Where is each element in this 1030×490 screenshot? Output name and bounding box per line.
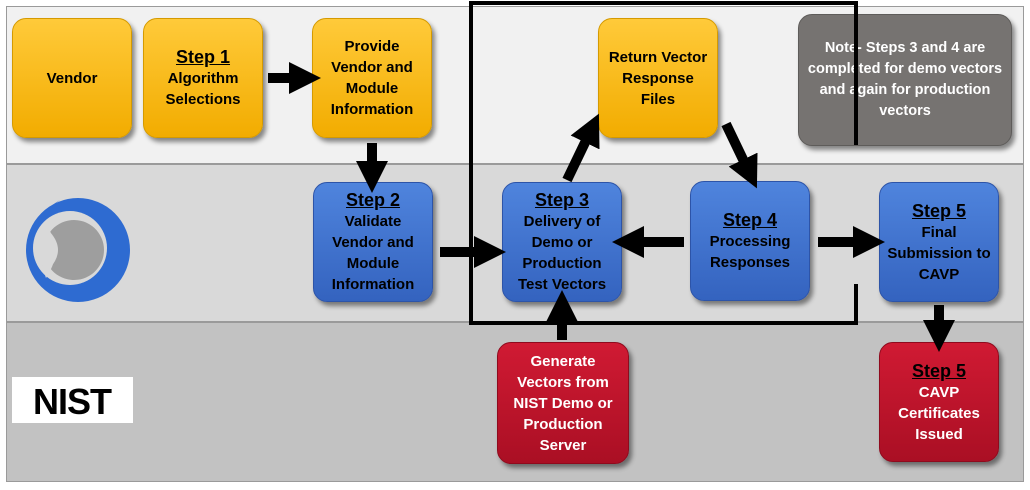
step2-text: Validate Vendor and Module Information xyxy=(331,213,415,293)
nist-logo-icon: NIST xyxy=(33,381,113,422)
step5-submission-title: Step 5 xyxy=(911,200,967,221)
arrow-return-to-step4 xyxy=(721,121,758,189)
nist-logo-text: NIST xyxy=(33,381,112,422)
step3-text: Delivery of Demo or Production Test Vect… xyxy=(517,213,607,293)
step2-box: Step 2 Validate Vendor and Module Inform… xyxy=(313,182,433,302)
step4-box: Step 4 Processing Responses xyxy=(690,181,810,301)
vendor-label: Vendor xyxy=(46,69,98,87)
step3-box: Step 3 Delivery of Demo or Production Te… xyxy=(502,182,622,302)
steps-3-4-frame xyxy=(469,1,858,325)
provide-info-text: Provide Vendor and Module Information xyxy=(330,38,414,118)
provide-info-box: Provide Vendor and Module Information xyxy=(312,18,432,138)
step2-title: Step 2 xyxy=(345,190,401,210)
nist-logo: NIST xyxy=(12,377,133,423)
step5-certificates-box: Step 5 CAVP Certificates Issued xyxy=(879,342,999,462)
step1-title: Step 1 xyxy=(175,47,231,67)
acvp-logo-icon xyxy=(26,198,130,302)
generate-vectors-text: Generate Vectors from NIST Demo or Produ… xyxy=(513,352,613,454)
return-vectors-box: Return Vector Response Files xyxy=(598,18,718,138)
step4-text: Processing Responses xyxy=(709,233,791,271)
step5-certificates-title: Step 5 xyxy=(911,360,967,381)
arrow-step3-to-return xyxy=(562,113,600,183)
step3-title: Step 3 xyxy=(534,190,590,210)
step5-certificates-text: CAVP Certificates Issued xyxy=(898,383,980,443)
vendor-box: Vendor xyxy=(12,18,132,138)
step5-submission-box: Step 5 Final Submission to CAVP xyxy=(879,182,999,302)
step5-submission-text: Final Submission to CAVP xyxy=(887,223,991,283)
step4-title: Step 4 xyxy=(722,210,778,230)
step1-text: Algorithm Selections xyxy=(165,70,241,108)
step1-box: Step 1 Algorithm Selections xyxy=(143,18,263,138)
return-vectors-text: Return Vector Response Files xyxy=(608,48,708,108)
generate-vectors-box: Generate Vectors from NIST Demo or Produ… xyxy=(497,342,629,464)
